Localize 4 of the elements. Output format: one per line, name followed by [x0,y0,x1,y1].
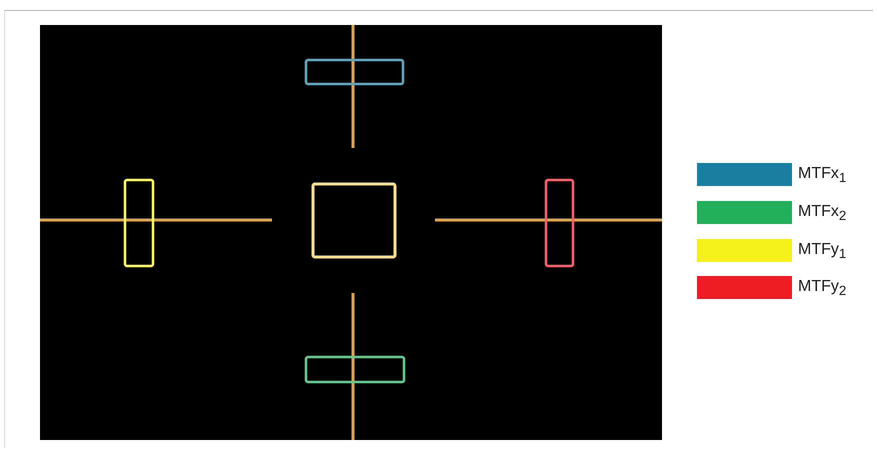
legend-label: MTFy$_{1}$ [798,241,846,262]
legend-label: MTFx$_{2}$ [798,203,846,224]
legend-label: MTFy$_{2}$ [798,278,846,298]
legend-label: MTFx$_{1}$ [798,165,846,186]
